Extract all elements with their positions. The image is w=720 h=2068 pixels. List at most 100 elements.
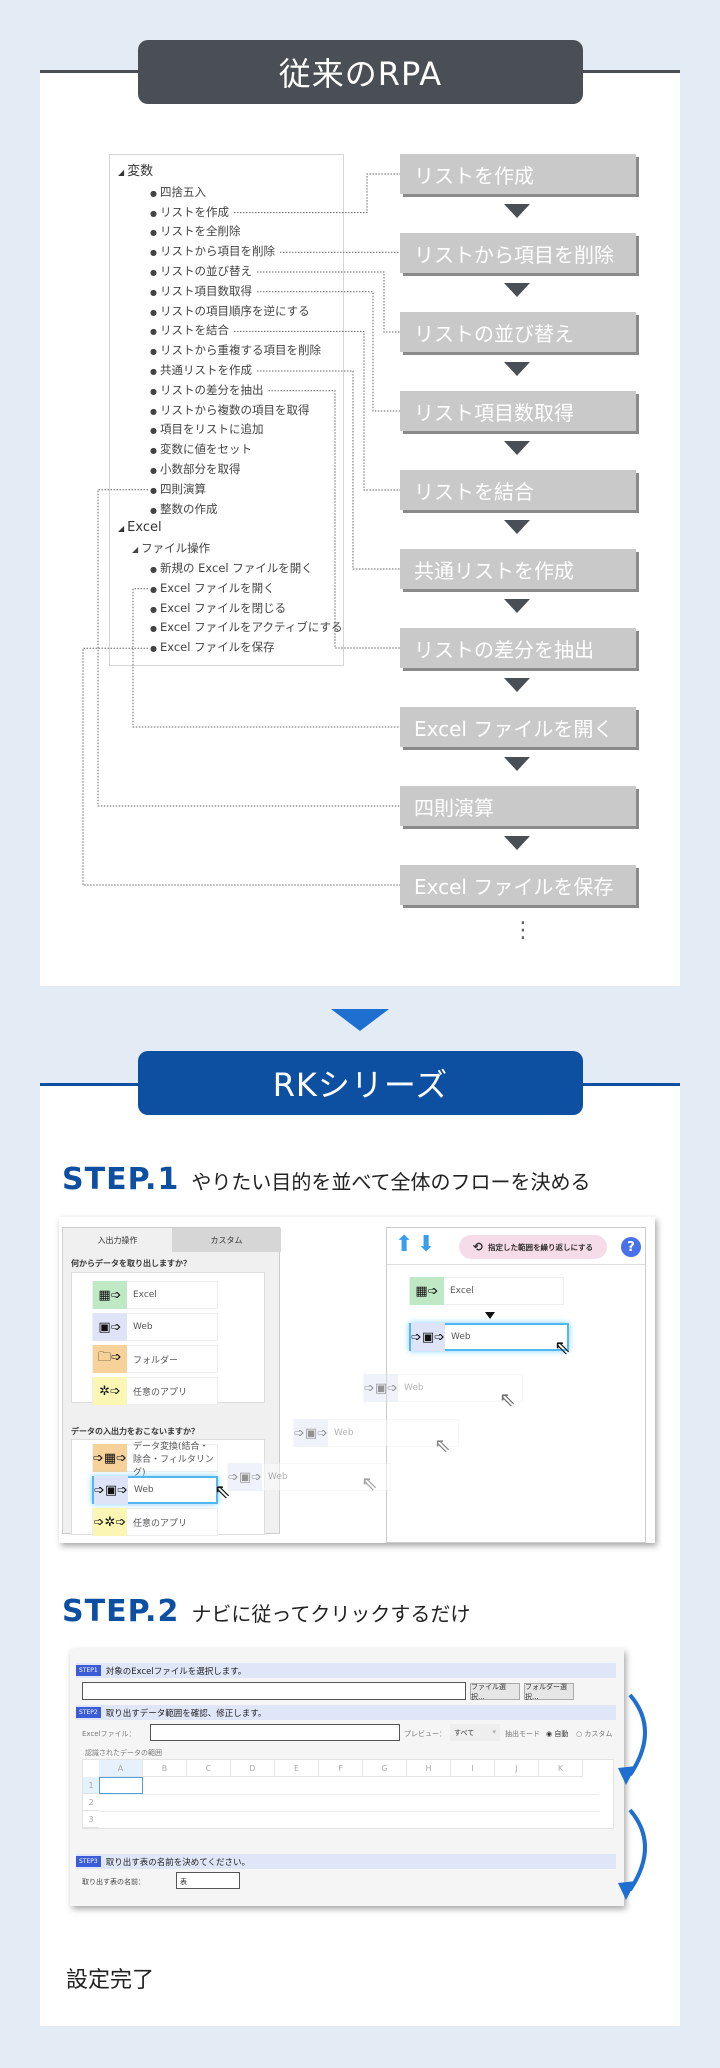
tree-item[interactable]: ●Excel ファイルを開く [150,581,275,597]
tree-item[interactable]: ●四則演算 [150,482,206,498]
flow-arrow-icon [504,678,530,692]
tree-item[interactable]: ●Excel ファイルを保存 [150,640,275,656]
file-path-input[interactable] [82,1682,466,1700]
action-item[interactable]: 🗀➩フォルダー [92,1345,218,1373]
action-item[interactable]: ▦➩Excel [409,1277,564,1305]
tree-item-label: 整数の作成 [159,501,218,516]
table-name-input[interactable]: 表 [176,1872,240,1889]
move-down-icon[interactable]: ⬇ [417,1232,436,1257]
bullet-icon: ● [150,268,157,277]
tree-item[interactable]: ●新規の Excel ファイルを開く [150,561,313,577]
column-header[interactable]: D [231,1760,275,1777]
tree-item[interactable]: ●リストを結合 [150,323,229,339]
tree-item[interactable]: ◢変数 [118,165,153,180]
step1-number: STEP.1 [62,1162,180,1197]
tree-item-label: 新規の Excel ファイルを開く [159,561,313,575]
help-icon[interactable]: ? [621,1237,641,1257]
column-header[interactable]: C [187,1760,231,1777]
tab-io[interactable]: 入出力操作 [63,1228,172,1252]
action-item[interactable]: ➩▣➩Web [92,1476,218,1504]
tree-item[interactable]: ●リスト項目数取得 [150,284,252,300]
column-header[interactable]: E [275,1760,319,1777]
flow-arrow-icon [504,283,530,297]
connector-line [132,588,400,728]
column-header[interactable]: F [319,1760,363,1777]
step2-heading: STEP.2 ナビに従ってクリックするだけ [62,1594,470,1629]
mode-custom-radio[interactable]: ○ カスタム [576,1730,613,1738]
column-header[interactable]: H [407,1760,451,1777]
row-header[interactable]: 1 [83,1777,99,1794]
action-icon: ➩▦➩ [93,1444,127,1472]
tree-item-label: リストを結合 [159,323,229,338]
action-icon: ▦➩ [93,1281,127,1309]
bullet-icon: ● [150,307,157,317]
row-header[interactable]: 2 [83,1794,99,1811]
tree-item-label: リストから重複する項目を削除 [159,343,321,358]
column-header[interactable]: G [363,1760,407,1777]
action-item[interactable]: ✲➩任意のアプリ [92,1377,218,1405]
bullet-icon: ● [150,466,157,475]
flow-arrow-icon [504,836,530,850]
tree-item[interactable]: ◢Excel [118,521,162,536]
tree-item[interactable]: ●リストの項目順序を逆にする [150,304,310,320]
excel-file-input[interactable] [150,1724,400,1741]
action-item[interactable]: ➩▣➩Web [409,1323,569,1351]
action-label: Web [404,1383,424,1393]
action-item[interactable]: ➩✲➩任意のアプリ [92,1508,218,1536]
flow-step: リスト項目数取得 [400,391,636,431]
tree-item[interactable]: ●変数に値をセット [150,442,252,458]
row-header[interactable]: 3 [83,1811,99,1828]
tree-item[interactable]: ●リストの差分を抽出 [150,383,263,399]
grid-line [99,1828,599,1829]
column-header[interactable]: A [99,1760,143,1777]
action-label: Excel [450,1286,474,1296]
tree-item[interactable]: ◢ファイル操作 [132,541,210,557]
action-item[interactable]: ➩▦➩データ変換(結合・除合・フィルタリング) [92,1442,218,1478]
action-item[interactable]: ▣➩Web [92,1313,218,1341]
move-up-icon[interactable]: ⬆ [395,1232,414,1257]
question-sources: 何からデータを取り出しますか？ [71,1259,191,1268]
done-text: 設定完了 [66,1968,155,1993]
tree-item-label: リストから複数の項目を取得 [159,402,310,417]
tree-item-label: 項目をリストに追加 [159,422,264,437]
tree-item[interactable]: ●リストの並び替え [150,264,252,280]
tree-item[interactable]: ●リストから項目を削除 [150,244,275,260]
tree-item[interactable]: ●リストから重複する項目を削除 [150,343,321,359]
action-item[interactable]: ➩▣➩Web [293,1419,459,1447]
tree-item[interactable]: ●Excel ファイルをアクティブにする [150,620,342,636]
selected-cell[interactable] [99,1777,143,1794]
tab-custom[interactable]: カスタム [172,1228,281,1252]
column-header[interactable]: K [539,1760,583,1777]
action-label: Web [134,1485,154,1495]
guide-arrows [618,1693,647,1900]
tree-item[interactable]: ●整数の作成 [150,502,217,518]
mode-auto-radio[interactable]: ◉ 自動 [546,1730,569,1738]
column-header[interactable]: I [451,1760,495,1777]
preview-select[interactable]: すべて▾ [450,1724,500,1741]
action-item[interactable]: ➩▣➩Web [363,1374,523,1402]
action-label: Web [133,1322,153,1332]
action-item[interactable]: ▦➩Excel [92,1281,218,1309]
bullet-icon: ● [150,367,157,376]
tree-item[interactable]: ●リストを全削除 [150,224,240,240]
file-select-button[interactable]: ファイル選択... [470,1683,520,1701]
tree-item[interactable]: ●Excel ファイルを閉じる [150,601,286,617]
tree-item[interactable]: ●小数部分を取得 [150,462,240,478]
preview-label: プレビュー： [404,1730,446,1738]
repeat-range-button[interactable]: ⟲指定した範囲を繰り返しにする [459,1235,607,1259]
column-header[interactable]: J [495,1760,539,1777]
flow-step: リストの差分を抽出 [400,628,636,668]
tree-item-label: ファイル操作 [141,541,211,556]
grid-line [99,1811,599,1812]
column-header[interactable]: B [143,1760,187,1777]
bullet-icon: ● [150,446,157,456]
action-item[interactable]: ➩▣➩Web [227,1463,391,1491]
tree-item[interactable]: ●項目をリストに追加 [150,422,263,438]
tree-item[interactable]: ●リストを作成 [150,205,229,221]
flow-step: Excel ファイルを保存 [400,865,636,905]
tree-item[interactable]: ●共通リストを作成 [150,363,252,379]
tree-item[interactable]: ●四捨五入 [150,185,206,201]
folder-select-button[interactable]: フォルダー選択... [524,1683,574,1701]
tree-item[interactable]: ●リストから複数の項目を取得 [150,403,309,419]
